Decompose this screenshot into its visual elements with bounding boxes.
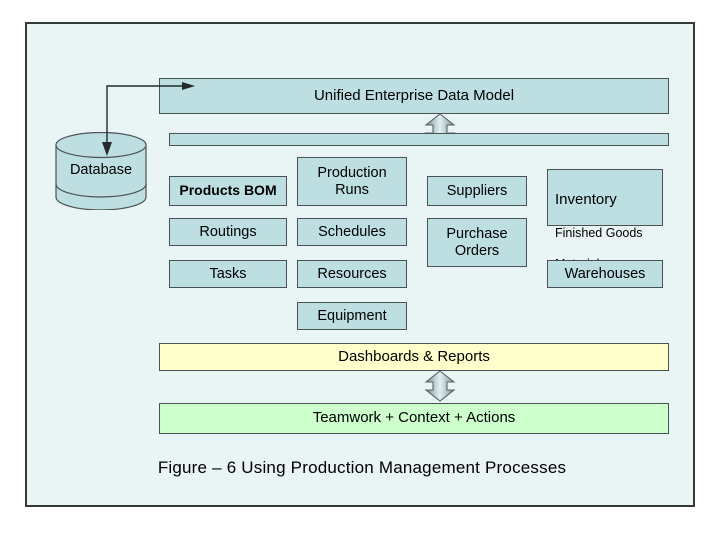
entity-box-equipment[interactable]: Equipment bbox=[297, 302, 407, 330]
database-cylinder-icon[interactable]: Database bbox=[54, 132, 148, 210]
figure-caption: Figure – 6 Using Production Management P… bbox=[157, 458, 567, 477]
data-bus-bar bbox=[169, 133, 669, 146]
entity-box-schedules[interactable]: Schedules bbox=[297, 218, 407, 246]
inventory-subitem-finished-goods: Finished Goods bbox=[555, 225, 643, 240]
entity-box-warehouses[interactable]: Warehouses bbox=[547, 260, 663, 288]
entity-box-resources[interactable]: Resources bbox=[297, 260, 407, 288]
diagram-canvas: Unified Enterprise Data Model Databas bbox=[25, 22, 695, 507]
entity-box-tasks[interactable]: Tasks bbox=[169, 260, 287, 288]
entity-box-routings[interactable]: Routings bbox=[169, 218, 287, 246]
entity-box-inventory[interactable]: Inventory Finished Goods Materials bbox=[547, 169, 663, 271]
teamwork-context-actions-box[interactable]: Teamwork + Context + Actions bbox=[159, 403, 669, 434]
entity-box-production-runs[interactable]: Production Runs bbox=[297, 157, 407, 206]
entity-box-suppliers[interactable]: Suppliers bbox=[427, 176, 527, 206]
vertical-double-arrow-icon-bottom bbox=[423, 370, 457, 402]
unified-enterprise-data-model-box[interactable]: Unified Enterprise Data Model bbox=[159, 78, 669, 114]
database-label: Database bbox=[69, 162, 133, 178]
entity-box-products-bom[interactable]: Products BOM bbox=[169, 176, 287, 206]
inventory-title: Inventory bbox=[555, 191, 617, 209]
entity-box-purchase-orders[interactable]: Purchase Orders bbox=[427, 218, 527, 267]
dashboards-and-reports-box[interactable]: Dashboards & Reports bbox=[159, 343, 669, 371]
